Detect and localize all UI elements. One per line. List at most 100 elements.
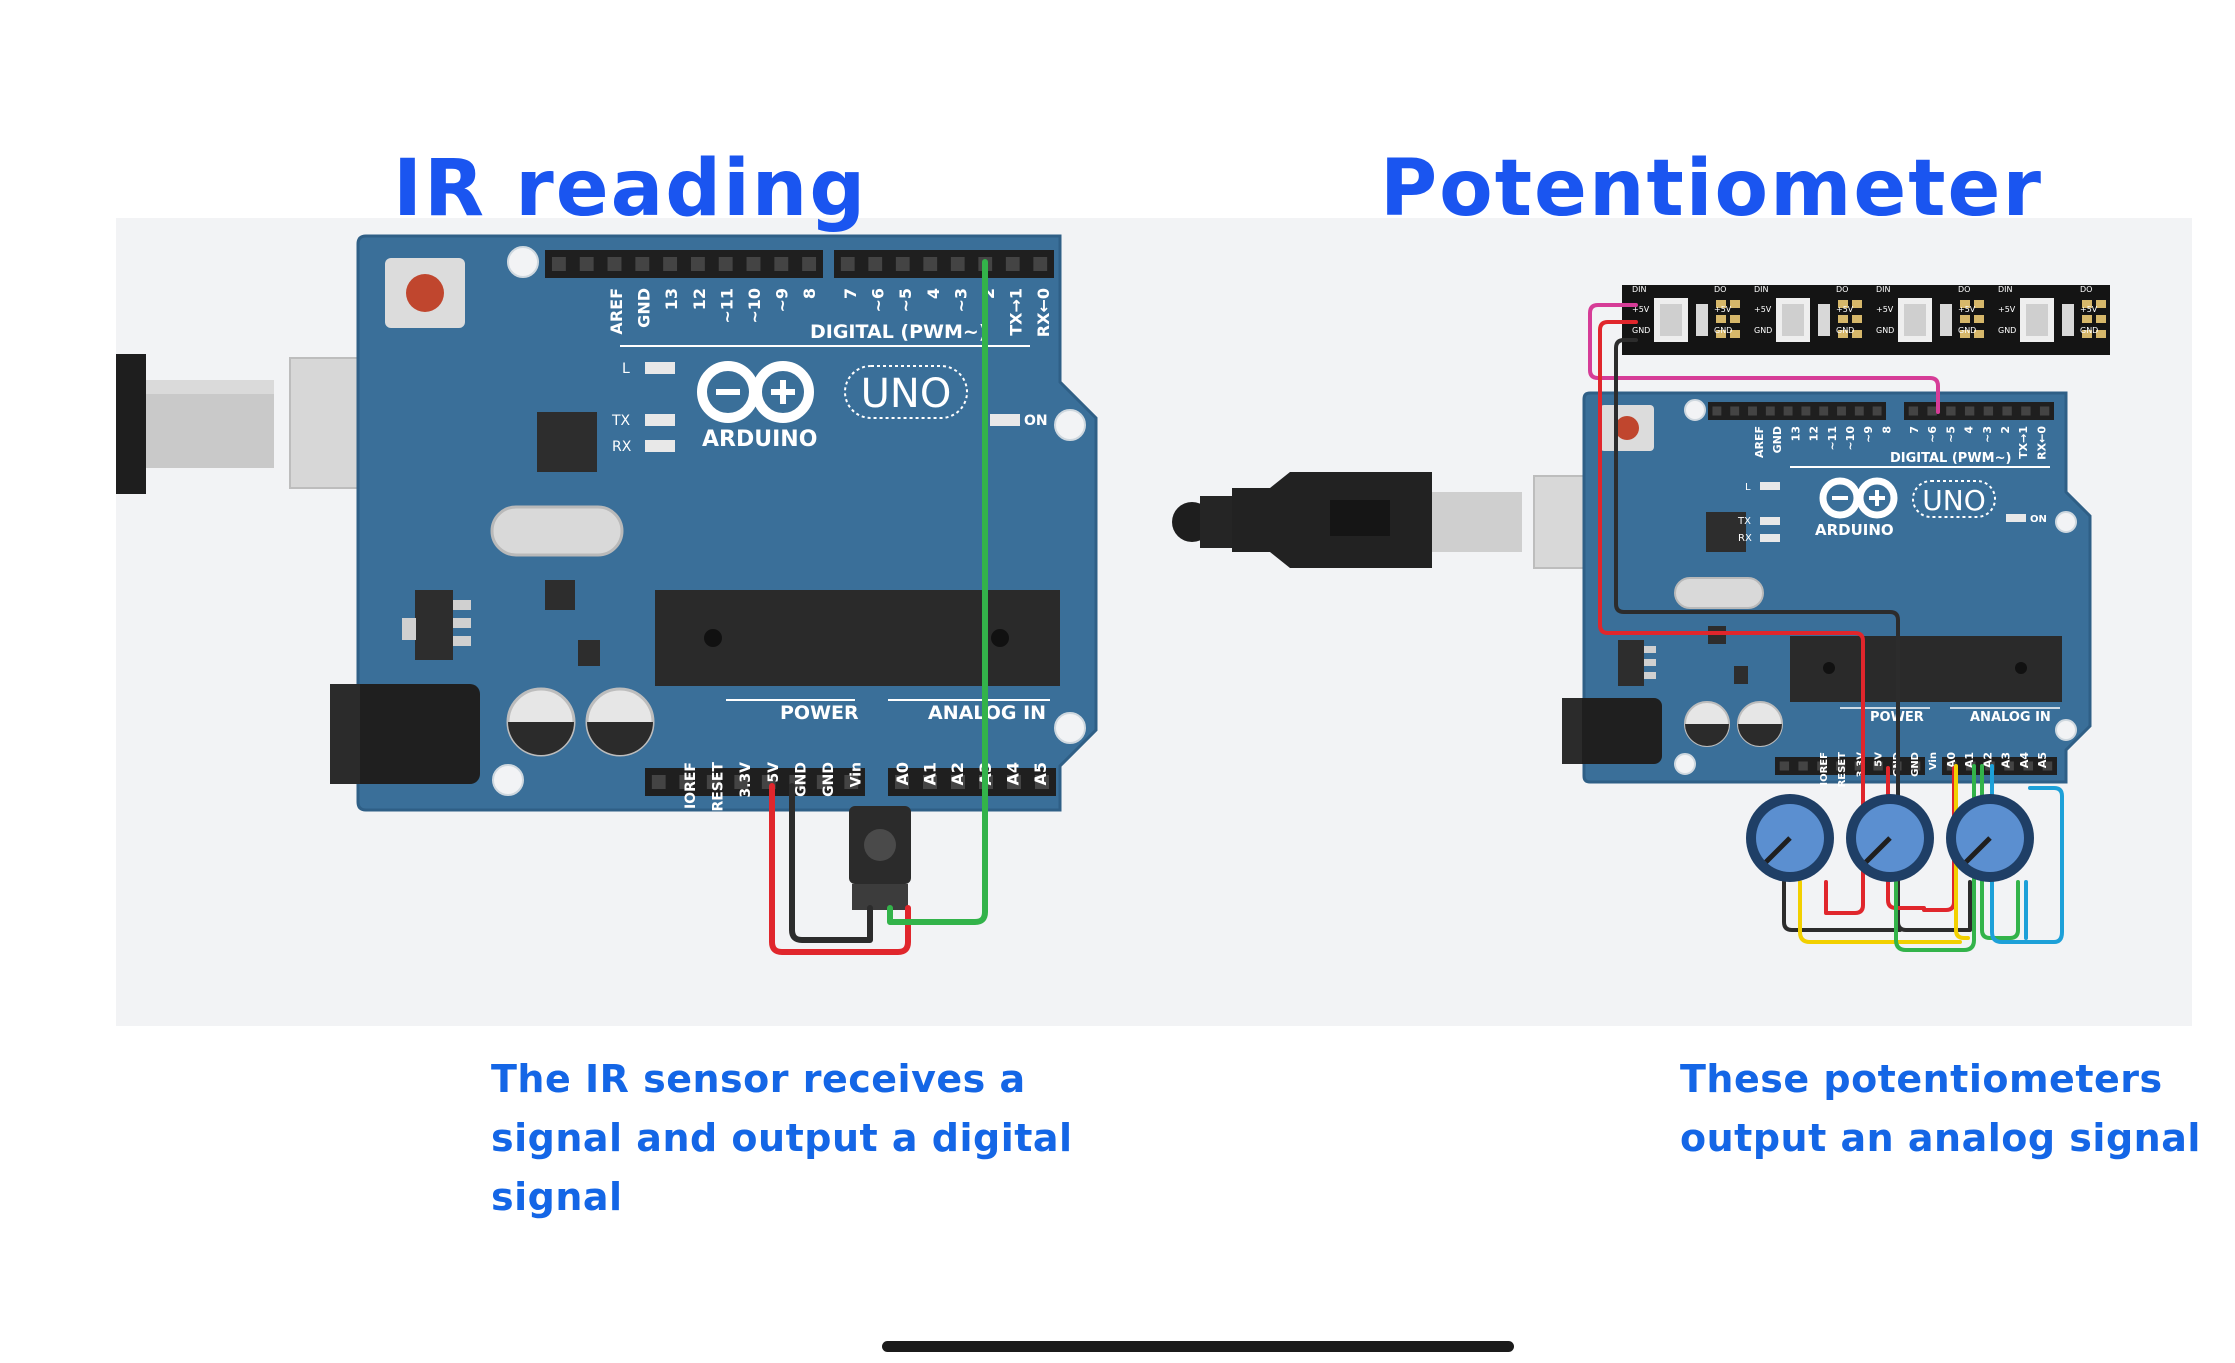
digital-pin-label: 2 <box>1999 426 2012 434</box>
strip-pin-label: +5V <box>2080 305 2098 314</box>
strip-pin-label: +5V <box>1998 305 2016 314</box>
strip-pin-label: GND <box>1714 326 1732 335</box>
strip-pin-label: +5V <box>1714 305 1732 314</box>
power-pin-label: 3.3V <box>738 762 754 798</box>
digital-pwm-label: DIGITAL (PWM~) <box>810 321 988 343</box>
power-pin-label: GND <box>793 762 809 797</box>
digital-pin-label: 4 <box>924 288 943 299</box>
strip-pin-label: GND <box>1754 326 1772 335</box>
power-pin-label: Vin <box>1928 752 1939 770</box>
analog-pin-label: A2 <box>1981 752 1994 768</box>
digital-pin-label: 2 <box>979 288 998 299</box>
digital-pin-label: 13 <box>1789 426 1802 441</box>
strip-pin-label: DO <box>1714 285 1726 294</box>
analog-pin-label: A2 <box>948 762 967 786</box>
on-label: ON <box>1024 413 1048 429</box>
power-pin-label: 5V <box>1874 752 1885 767</box>
usb-cable-right <box>1172 472 1655 569</box>
power-pin-label: GND <box>1910 752 1921 777</box>
digital-pin-label: 8 <box>800 288 819 299</box>
strip-pin-label: DIN <box>1876 285 1891 294</box>
digital-pin-label: ~5 <box>896 288 915 313</box>
home-indicator[interactable] <box>882 1341 1514 1352</box>
board-model: UNO <box>861 371 952 417</box>
power-pin-label: GND <box>821 762 837 797</box>
potentiometer-1 <box>1746 794 1834 882</box>
strip-pin-label: DIN <box>1754 285 1769 294</box>
strip-pin-label: GND <box>1836 326 1854 335</box>
digital-pin-label: 8 <box>1880 426 1893 434</box>
arduino-logo-icon-right <box>1819 477 1898 519</box>
potentiometer-wires <box>1588 303 2064 952</box>
analog-pin-label: A0 <box>893 762 912 786</box>
ir-caption: The IR sensor receives a signal and outp… <box>491 1057 1073 1219</box>
potentiometer-caption: These potentiometers output an analog si… <box>1680 1057 2201 1160</box>
power-label: POWER <box>780 702 859 724</box>
potentiometer-2 <box>1846 794 1934 882</box>
led-strip: DIN +5V GND DO +5V GND DIN +5V GND DO +5V GND DIN +5V… <box>1622 285 2110 355</box>
led-label-tx: TX <box>611 413 631 429</box>
digital-pin-label: 7 <box>841 288 860 299</box>
digital-pin-label: RX←0 <box>1034 288 1053 337</box>
analog-in-label-right: ANALOG IN <box>1970 710 2051 725</box>
power-pin-label: RESET <box>1837 752 1848 788</box>
strip-pin-label: +5V <box>1958 305 1976 314</box>
digital-pin-label: 7 <box>1908 426 1921 434</box>
digital-pin-label: ~11 <box>717 288 736 324</box>
digital-pin-label: 12 <box>1808 426 1821 441</box>
digital-pin-label: AREF <box>1753 426 1766 458</box>
digital-pin-label: ~6 <box>869 288 888 313</box>
digital-pin-label: ~10 <box>745 288 764 324</box>
strip-pin-label: +5V <box>1632 305 1650 314</box>
strip-pin-label: DO <box>1958 285 1970 294</box>
power-pin-label: 5V <box>766 762 782 783</box>
analog-pin-label: A4 <box>2018 752 2031 769</box>
digital-pin-label: ~3 <box>1981 426 1994 443</box>
digital-pin-label: RX←0 <box>2035 426 2048 460</box>
strip-pin-label: GND <box>2080 326 2098 335</box>
strip-pin-label: DIN <box>1998 285 2013 294</box>
digital-pin-label: GND <box>635 288 654 328</box>
ir-wires <box>769 259 988 955</box>
analog-pin-label: A1 <box>921 762 940 786</box>
digital-pin-label: 12 <box>690 288 709 310</box>
digital-pin-label: ~11 <box>1826 426 1839 451</box>
strip-pin-label: +5V <box>1836 305 1854 314</box>
power-pin-label: IOREF <box>1819 752 1830 786</box>
ir-sensor <box>849 806 911 910</box>
digital-pin-label: ~9 <box>773 288 792 313</box>
digital-pin-label: 4 <box>1963 426 1976 434</box>
strip-pin-label: DO <box>2080 285 2092 294</box>
led-label-l: L <box>622 361 630 377</box>
arduino-board-right: L TX RX ON ARDUINO UNO DIGITAL (PWM~) PO… <box>1562 391 2092 788</box>
potentiometer-circuit: DIN +5V GND DO +5V GND DIN +5V GND DO +5V GND DIN +5V… <box>1172 285 2110 952</box>
strip-pin-label: GND <box>1876 326 1894 335</box>
led-label-l-right: L <box>1745 482 1751 493</box>
arduino-board-left: L TX RX ON ARDUINO UNO DIGITAL (PWM~) PO… <box>330 234 1098 812</box>
strip-pin-label: DO <box>1836 285 1848 294</box>
digital-pin-label: AREF <box>607 288 626 335</box>
led-label-rx-right: RX <box>1738 533 1752 544</box>
analog-pin-label: A3 <box>2000 752 2013 768</box>
led-label-rx: RX <box>612 439 632 455</box>
strip-pin-label: +5V <box>1754 305 1772 314</box>
digital-pin-label: ~10 <box>1844 426 1857 451</box>
digital-pin-label: TX→1 <box>2017 426 2030 459</box>
power-pin-label: IOREF <box>683 762 699 809</box>
power-pin-label: RESET <box>711 762 727 812</box>
analog-pin-label: A1 <box>1963 752 1976 768</box>
board-model-right: UNO <box>1922 484 1985 517</box>
digital-pin-label: GND <box>1771 426 1784 453</box>
potentiometer-3 <box>1946 794 2034 882</box>
digital-pin-label: TX→1 <box>1007 288 1026 336</box>
arduino-logo-icon <box>697 361 814 423</box>
digital-pin-label: ~9 <box>1862 426 1875 443</box>
analog-pin-label: A5 <box>2036 752 2049 768</box>
strip-pin-label: GND <box>1958 326 1976 335</box>
digital-pin-label: ~3 <box>951 288 970 313</box>
power-pin-label: 3.3V <box>1855 752 1866 778</box>
digital-pin-label: 13 <box>662 288 681 310</box>
digital-pin-label: ~6 <box>1926 426 1939 443</box>
strip-pin-label: GND <box>1998 326 2016 335</box>
